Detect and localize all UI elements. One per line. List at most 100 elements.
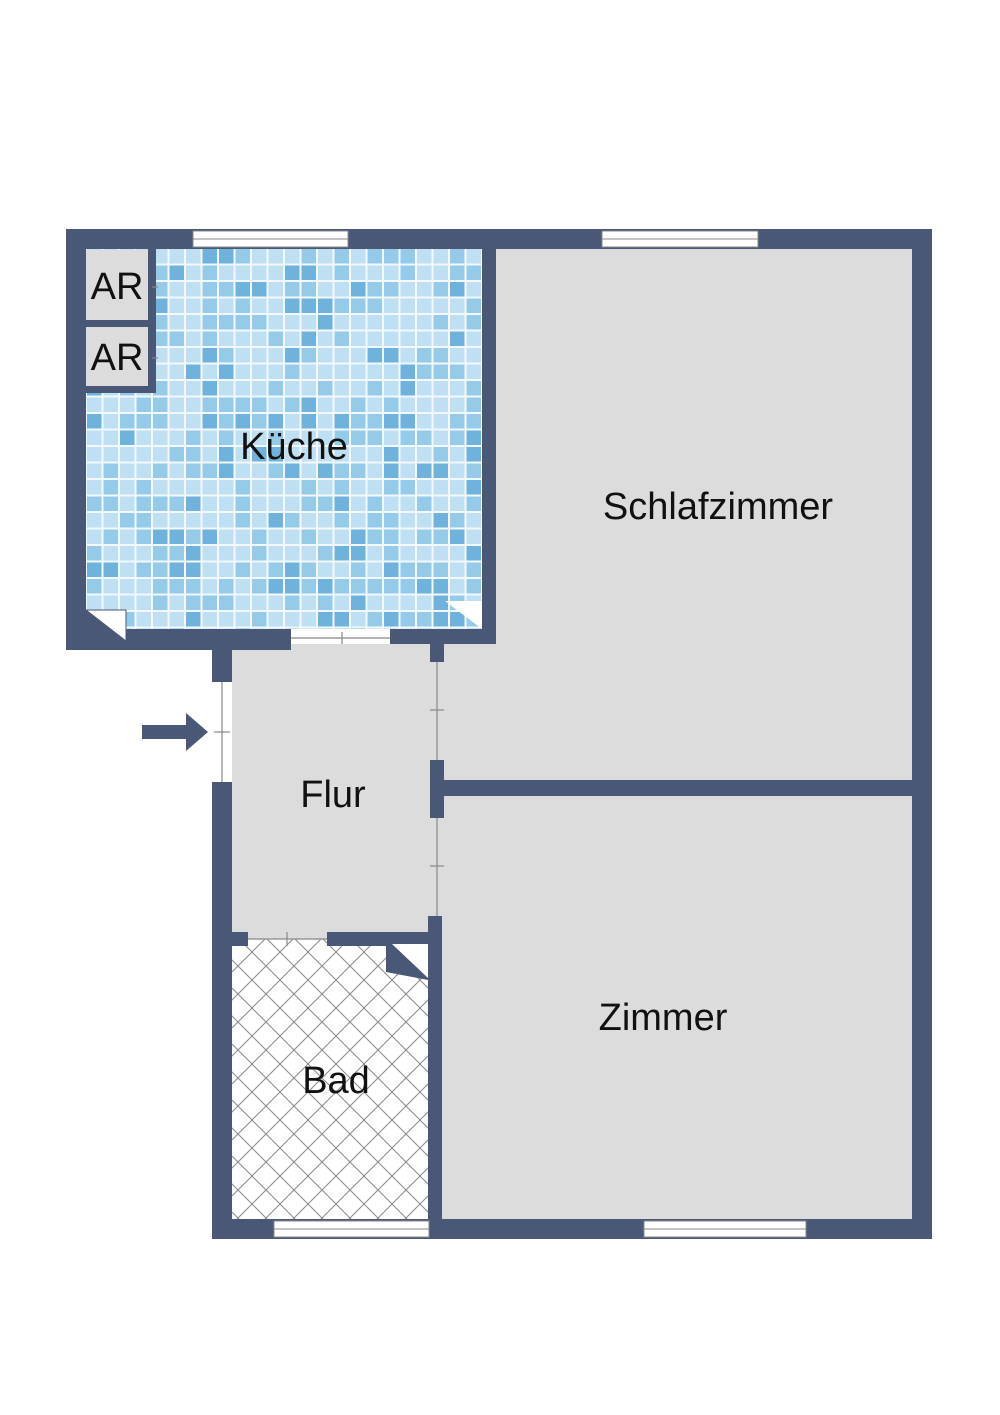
floor-tile: [169, 348, 184, 363]
floor-tile: [384, 331, 399, 346]
floor-tile: [334, 381, 349, 396]
floor-tile: [202, 628, 217, 629]
floor-tile: [169, 546, 184, 561]
floor-tile: [285, 562, 300, 577]
floor-tile: [186, 496, 201, 511]
floor-tile: [417, 282, 432, 297]
floor-tile: [400, 447, 415, 462]
floor-tile: [334, 397, 349, 412]
floor-tile: [318, 282, 333, 297]
floor-tile: [219, 265, 234, 280]
floor-tile: [252, 562, 267, 577]
floor-tile: [202, 364, 217, 379]
floor-tile: [318, 414, 333, 429]
floor-tile: [202, 414, 217, 429]
floor-tile: [466, 579, 481, 594]
floor-tile: [202, 513, 217, 528]
floor-tile: [400, 315, 415, 330]
floor-tile: [169, 529, 184, 544]
floor-tile: [202, 463, 217, 478]
floor-tile: [351, 562, 366, 577]
floor-tile: [318, 331, 333, 346]
floor-tile: [153, 282, 168, 297]
floor-tile: [351, 249, 366, 264]
floor-tile: [334, 265, 349, 280]
floor-tile: [334, 562, 349, 577]
floor-tile: [235, 562, 250, 577]
floor-tile: [252, 595, 267, 610]
floor-tile: [153, 315, 168, 330]
floor-tile: [417, 447, 432, 462]
floor-tile: [169, 331, 184, 346]
floor-tile: [103, 447, 118, 462]
floor-tile: [384, 397, 399, 412]
floor-tile: [285, 579, 300, 594]
floor-tile: [252, 546, 267, 561]
floor-tile: [450, 282, 465, 297]
floor-tile: [433, 496, 448, 511]
floor-tile: [285, 612, 300, 627]
floor-tile: [285, 463, 300, 478]
floor-tile: [268, 496, 283, 511]
floor-tile: [153, 397, 168, 412]
floor-tile: [318, 463, 333, 478]
floor-tile: [87, 447, 102, 462]
floor-tile: [120, 595, 135, 610]
floor-tile: [301, 298, 316, 313]
floor-tile: [285, 315, 300, 330]
floor-tile: [268, 414, 283, 429]
floor-tile: [186, 397, 201, 412]
floor-tile: [285, 447, 300, 462]
floor-tile: [169, 480, 184, 495]
floor-tile: [466, 546, 481, 561]
floor-tile: [318, 430, 333, 445]
floor-tile: [169, 265, 184, 280]
floor-tile: [268, 612, 283, 627]
floor-tile: [153, 298, 168, 313]
floor-tile: [153, 463, 168, 478]
floor-tile: [367, 381, 382, 396]
floor-tile: [136, 579, 151, 594]
floor-tile: [433, 546, 448, 561]
floor-tile: [87, 595, 102, 610]
floor-tile: [136, 513, 151, 528]
floor-tile: [450, 562, 465, 577]
floor-tile: [268, 315, 283, 330]
floor-tile: [318, 265, 333, 280]
floor-tile: [219, 612, 234, 627]
floor-tile: [318, 348, 333, 363]
floor-tile: [450, 579, 465, 594]
floor-tile: [450, 463, 465, 478]
floor-tile: [153, 496, 168, 511]
floor-tile: [367, 447, 382, 462]
floor-tile: [202, 546, 217, 561]
floor-tile: [367, 496, 382, 511]
floor-tile: [120, 579, 135, 594]
floor-tile: [235, 463, 250, 478]
floor-tile: [285, 414, 300, 429]
floor-tile: [285, 546, 300, 561]
floor-tile: [466, 282, 481, 297]
floor-tile: [334, 282, 349, 297]
floor-tile: [450, 364, 465, 379]
floor-tile: [87, 480, 102, 495]
floor-tile: [169, 612, 184, 627]
floor-tile: [120, 414, 135, 429]
floor-tile: [186, 430, 201, 445]
floor-tile: [417, 381, 432, 396]
floor-tile: [384, 315, 399, 330]
floor-tile: [417, 595, 432, 610]
floor-tile: [400, 348, 415, 363]
floor-tile: [466, 397, 481, 412]
room-label-ar-2: AR: [91, 337, 144, 379]
floor-tile: [301, 480, 316, 495]
floor-tile: [417, 628, 432, 629]
floor-tile: [120, 529, 135, 544]
floor-tile: [87, 579, 102, 594]
floor-tile: [268, 397, 283, 412]
floor-tile: [136, 595, 151, 610]
floor-tile: [202, 298, 217, 313]
floor-tile: [285, 249, 300, 264]
floor-tile: [318, 480, 333, 495]
floor-tile: [466, 628, 481, 629]
